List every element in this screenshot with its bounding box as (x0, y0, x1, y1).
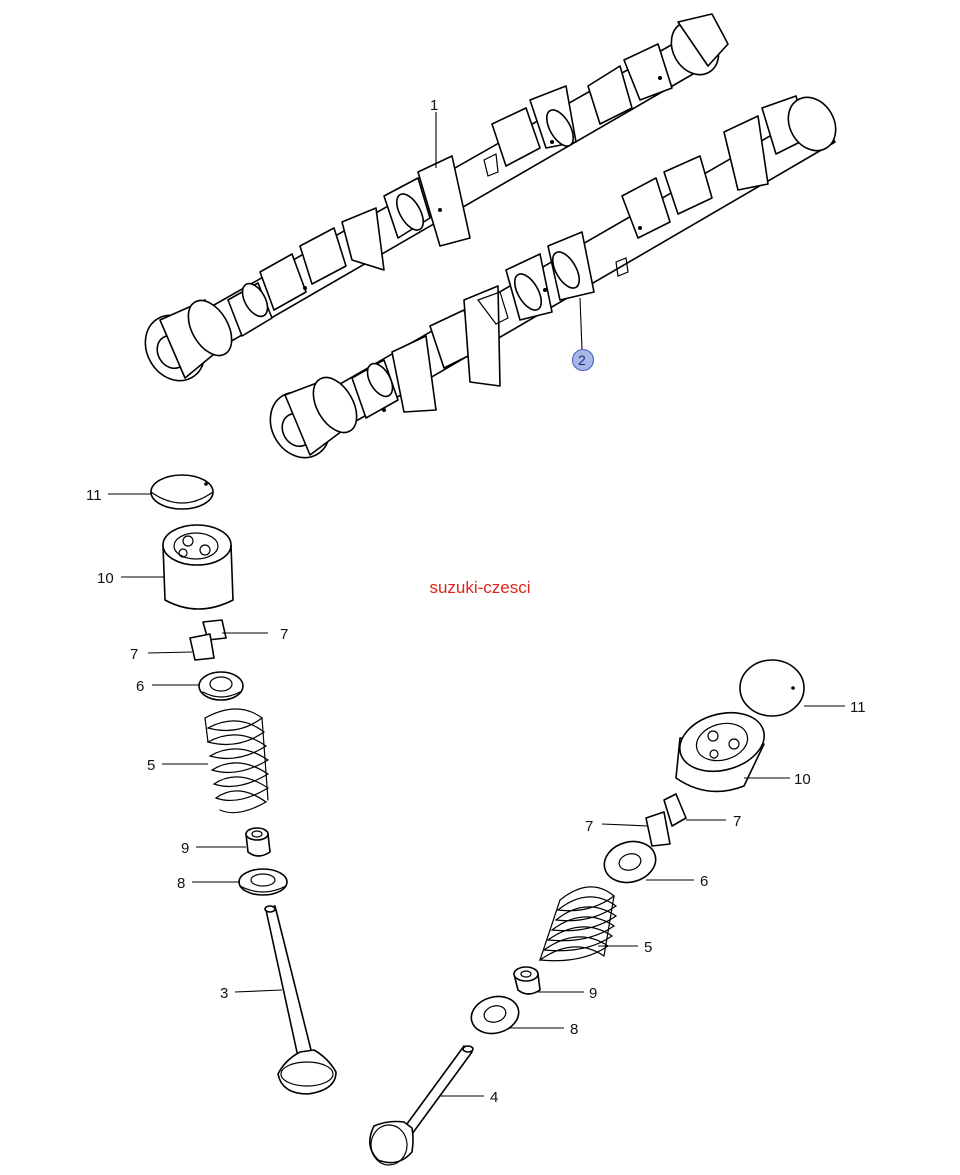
callout-2-highlight (571, 348, 595, 372)
callout-5-left[interactable]: 5 (147, 757, 155, 774)
callout-4[interactable]: 4 (490, 1089, 498, 1106)
spring-retainer-6-right[interactable] (600, 836, 661, 888)
callout-8-right[interactable]: 8 (570, 1021, 578, 1038)
camshaft-1[interactable] (134, 13, 729, 392)
callout-10-right[interactable]: 10 (794, 771, 811, 788)
callout-10-left[interactable]: 10 (97, 570, 114, 587)
spring-retainer-6-left[interactable] (198, 671, 244, 701)
camshaft-2[interactable] (259, 89, 845, 469)
callout-11-left[interactable]: 11 (86, 487, 102, 504)
callout-7-left-b[interactable]: 7 (130, 646, 138, 663)
callout-11-right[interactable]: 11 (850, 699, 866, 716)
callout-9-left[interactable]: 9 (181, 840, 189, 857)
valve-cotter-7-right[interactable] (645, 793, 687, 847)
spring-seat-8-right[interactable] (467, 991, 523, 1038)
callout-labels: 1 2 3 4 11 10 7 7 6 5 9 8 11 10 7 7 6 5 … (86, 97, 866, 1106)
spring-seat-8-left[interactable] (238, 868, 288, 896)
watermark-text: suzuki-czesci (429, 578, 530, 597)
tappet-10-right[interactable] (673, 704, 771, 793)
callout-6-left[interactable]: 6 (136, 678, 144, 695)
leader-lines (108, 112, 845, 1097)
exhaust-valve-4[interactable] (369, 1045, 474, 1166)
valve-stem-seal-9-left[interactable] (245, 827, 271, 857)
shim-11-right[interactable] (739, 659, 805, 717)
tappet-10-left[interactable] (162, 524, 234, 610)
valve-spring-5-right[interactable] (538, 886, 618, 962)
cam-lobes-1 (227, 43, 673, 337)
valve-spring-5-left[interactable] (204, 708, 270, 814)
callout-6-right[interactable]: 6 (700, 873, 708, 890)
valve-stem-seal-9-right[interactable] (513, 966, 541, 995)
callout-5-right[interactable]: 5 (644, 939, 652, 956)
valve-cotter-7-left[interactable] (189, 619, 227, 661)
intake-valve-3[interactable] (264, 905, 337, 1095)
callout-7-right-a[interactable]: 7 (733, 813, 741, 830)
callout-3[interactable]: 3 (220, 985, 228, 1002)
callout-9-right[interactable]: 9 (589, 985, 597, 1002)
callout-7-left-a[interactable]: 7 (280, 626, 288, 643)
callout-8-left[interactable]: 8 (177, 875, 185, 892)
callout-2[interactable]: 2 (578, 352, 586, 368)
callout-7-right-b[interactable]: 7 (585, 818, 593, 835)
callout-1: 1 (430, 97, 438, 114)
cam-lobes-2 (351, 95, 809, 419)
shim-11-left[interactable] (150, 474, 214, 510)
